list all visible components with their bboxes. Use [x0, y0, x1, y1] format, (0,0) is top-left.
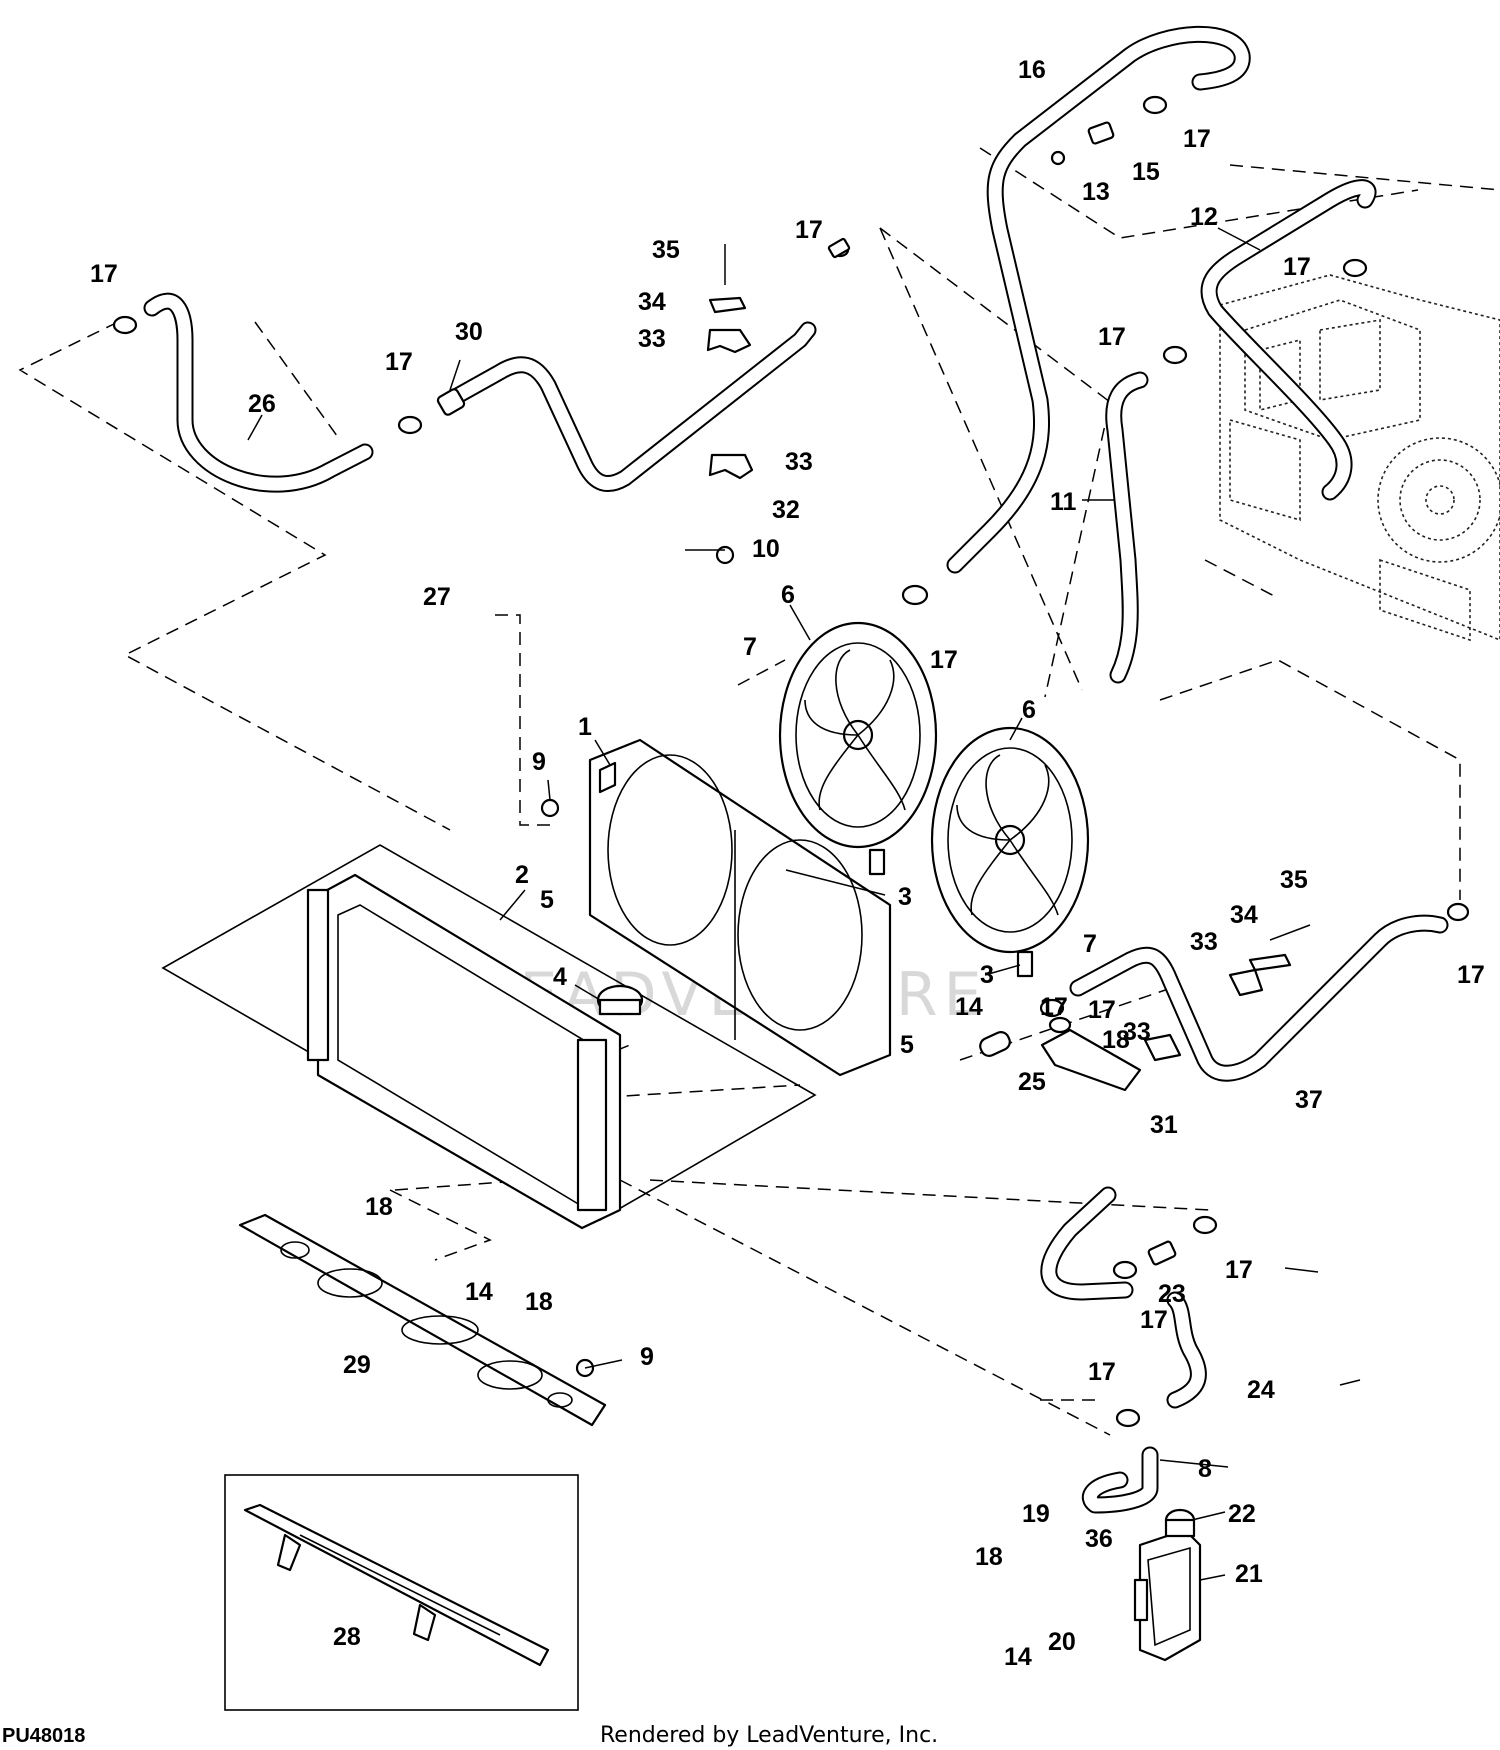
callout-35: 35	[652, 236, 680, 264]
callout-5: 5	[900, 1031, 914, 1059]
callout-17: 17	[1457, 961, 1485, 989]
callout-6: 6	[781, 581, 795, 609]
dashed-reference-lines	[18, 147, 1500, 1436]
callout-36: 36	[1085, 1525, 1113, 1553]
callout-29: 29	[343, 1351, 371, 1379]
callout-3: 3	[898, 883, 912, 911]
fan-left	[778, 621, 938, 876]
inset-box	[224, 1474, 579, 1711]
callout-6: 6	[1022, 696, 1036, 724]
callout-22: 22	[1228, 1500, 1256, 1528]
callout-labels: 1 2 3 3 4 5 5 6 6 7 7 8 9 9 10 11 12 13 …	[90, 56, 1485, 1671]
clamp-33-right	[1143, 953, 1292, 1062]
callout-30: 30	[455, 318, 483, 346]
render-credit: Rendered by LeadVenture, Inc.	[600, 1723, 938, 1748]
callout-15: 15	[1132, 158, 1160, 186]
callout-35: 35	[1280, 866, 1308, 894]
hose-8	[1081, 1446, 1159, 1514]
callout-17: 17	[1040, 993, 1068, 1021]
hose-24	[1040, 1186, 1207, 1409]
callout-21: 21	[1235, 1560, 1263, 1588]
callout-31: 31	[1150, 1111, 1178, 1139]
callout-17: 17	[795, 216, 823, 244]
callout-17: 17	[1088, 1358, 1116, 1386]
figure-code: PU48018	[2, 1725, 85, 1747]
callout-4: 4	[553, 963, 567, 991]
callout-14: 14	[465, 1278, 493, 1306]
radiator	[306, 873, 622, 1230]
callout-33: 33	[638, 325, 666, 353]
overflow-cap	[1164, 1508, 1196, 1538]
callout-3: 3	[980, 961, 994, 989]
callout-7: 7	[1083, 930, 1097, 958]
clamp-33-top	[706, 296, 754, 480]
hose-37	[1069, 914, 1449, 1082]
callout-17: 17	[385, 348, 413, 376]
callout-17: 17	[930, 646, 958, 674]
radiator-cap	[596, 984, 644, 1016]
callout-20: 20	[1048, 1628, 1076, 1656]
callout-27: 27	[423, 583, 451, 611]
callout-19: 19	[1022, 1500, 1050, 1528]
callout-12: 12	[1190, 203, 1218, 231]
callout-9: 9	[640, 1343, 654, 1371]
hose-26	[143, 292, 374, 493]
callout-25: 25	[1018, 1068, 1046, 1096]
callout-33: 33	[1190, 928, 1218, 956]
callout-5: 5	[540, 886, 554, 914]
callout-17: 17	[1088, 996, 1116, 1024]
callout-9: 9	[532, 748, 546, 776]
callout-17: 17	[1225, 1256, 1253, 1284]
callout-17: 17	[90, 260, 118, 288]
callout-17: 17	[1140, 1306, 1168, 1334]
callout-2: 2	[515, 861, 529, 889]
callout-23: 23	[1158, 1280, 1186, 1308]
callout-13: 13	[1082, 178, 1110, 206]
fan-shroud	[588, 738, 892, 1077]
callout-33: 33	[1123, 1018, 1151, 1046]
hose-11	[1105, 371, 1149, 684]
hose-16	[946, 25, 1251, 574]
callout-leaders	[247, 227, 1361, 1581]
hose-clamps	[112, 95, 1470, 1428]
small-hardware	[540, 121, 1311, 1378]
callout-14: 14	[955, 993, 983, 1021]
lower-bracket	[238, 1213, 607, 1427]
callout-17: 17	[1098, 323, 1126, 351]
callout-18: 18	[1102, 1026, 1130, 1054]
callout-26: 26	[248, 390, 276, 418]
callout-10: 10	[752, 535, 780, 563]
hose-30	[436, 321, 817, 493]
hose-12	[1200, 179, 1377, 501]
callout-11: 11	[1050, 488, 1077, 516]
callout-17: 17	[1283, 253, 1311, 281]
bracket-31	[1040, 1028, 1142, 1092]
callout-28: 28	[333, 1623, 361, 1651]
callout-18: 18	[525, 1288, 553, 1316]
callout-7: 7	[743, 633, 757, 661]
engine-block	[1219, 274, 1500, 642]
callout-14: 14	[1004, 1643, 1032, 1671]
callout-37: 37	[1295, 1086, 1323, 1114]
callout-18: 18	[975, 1543, 1003, 1571]
callout-17: 17	[1183, 125, 1211, 153]
callout-8: 8	[1198, 1455, 1212, 1483]
callout-16: 16	[1018, 56, 1046, 84]
callout-1: 1	[578, 713, 592, 741]
overflow-tank	[1133, 1528, 1202, 1662]
callout-24: 24	[1247, 1376, 1275, 1404]
callout-33: 33	[785, 448, 813, 476]
fan-right	[930, 726, 1090, 978]
callout-18: 18	[365, 1193, 393, 1221]
callout-32: 32	[772, 496, 800, 524]
callout-34: 34	[638, 288, 666, 316]
callout-34: 34	[1230, 901, 1258, 929]
